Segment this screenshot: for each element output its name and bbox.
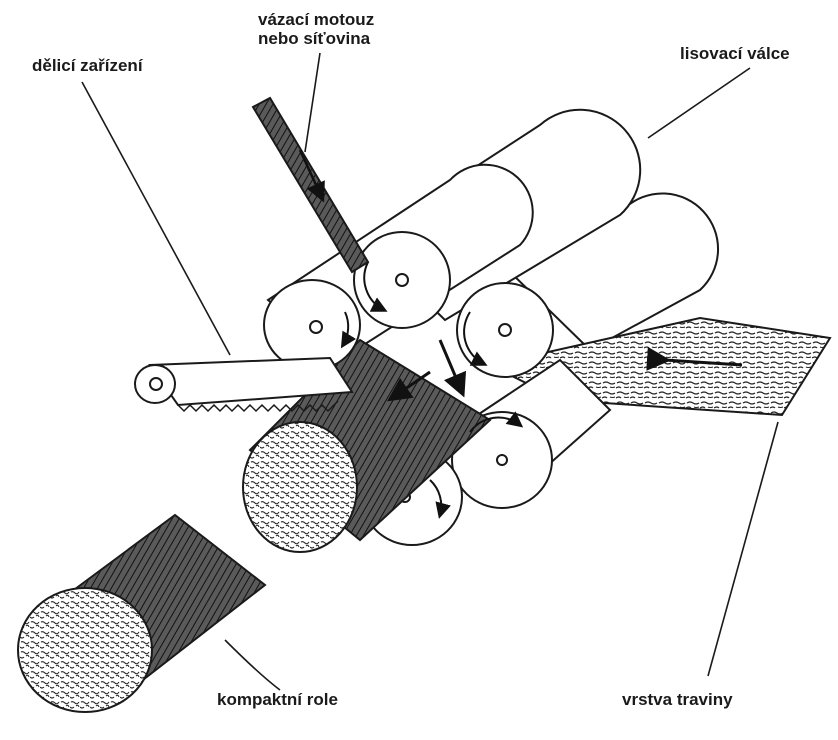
leader-bale bbox=[225, 640, 280, 690]
twine-strip bbox=[253, 98, 368, 272]
compact-bale-end bbox=[18, 588, 152, 712]
roller-right-axle bbox=[499, 324, 511, 336]
label-rollers: lisovací válce bbox=[680, 44, 790, 63]
leader-grass bbox=[708, 422, 778, 676]
label-compact-bale: kompaktní role bbox=[217, 690, 338, 709]
label-twine-line1: vázací motouz bbox=[258, 10, 374, 29]
roller-left-axle bbox=[310, 321, 322, 333]
roller-lower-right-axle bbox=[497, 455, 507, 465]
leader-twine bbox=[305, 53, 320, 152]
cutter-pivot-hole bbox=[150, 378, 162, 390]
bale-rotation-arrow bbox=[440, 340, 462, 392]
leader-cutter bbox=[82, 82, 230, 355]
bale-forming-end bbox=[243, 422, 357, 552]
label-twine-line2: nebo síťovina bbox=[258, 29, 374, 48]
leader-rollers bbox=[648, 68, 750, 138]
label-cutter: dělicí zařízení bbox=[32, 56, 143, 75]
label-twine: vázací motouz nebo síťovina bbox=[258, 10, 374, 48]
label-grass-layer: vrstva traviny bbox=[622, 690, 733, 709]
roller-top-axle bbox=[396, 274, 408, 286]
